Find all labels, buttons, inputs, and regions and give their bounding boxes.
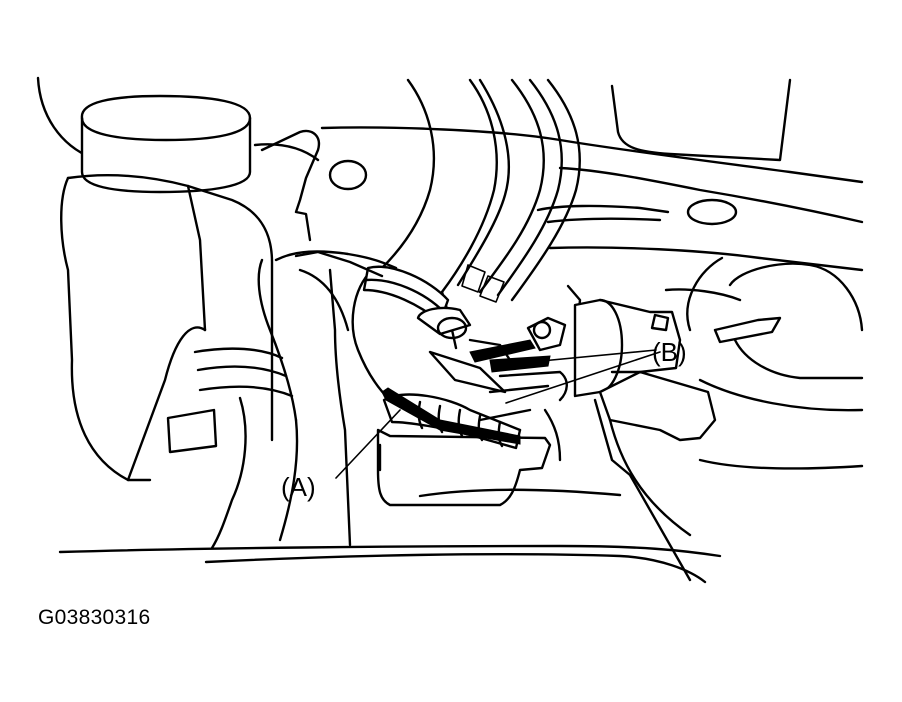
panel-hole-right [686,198,738,226]
floor-line [58,544,722,558]
pipes [456,78,581,303]
figure-code: G03830316 [38,606,151,629]
upper-hole [328,159,368,191]
center-box [376,428,552,507]
left-housing [60,173,294,550]
leader-lines [335,349,661,479]
callout-B: (B) [652,337,687,367]
right-actuator [566,284,717,582]
right-curves [728,262,864,332]
lower-linkage [257,250,398,547]
connector-B [469,316,568,422]
filler-cap [80,94,320,194]
upper-bracket [260,129,321,242]
callout-A: (A) [281,472,316,502]
hose-clamp-A [381,387,522,450]
